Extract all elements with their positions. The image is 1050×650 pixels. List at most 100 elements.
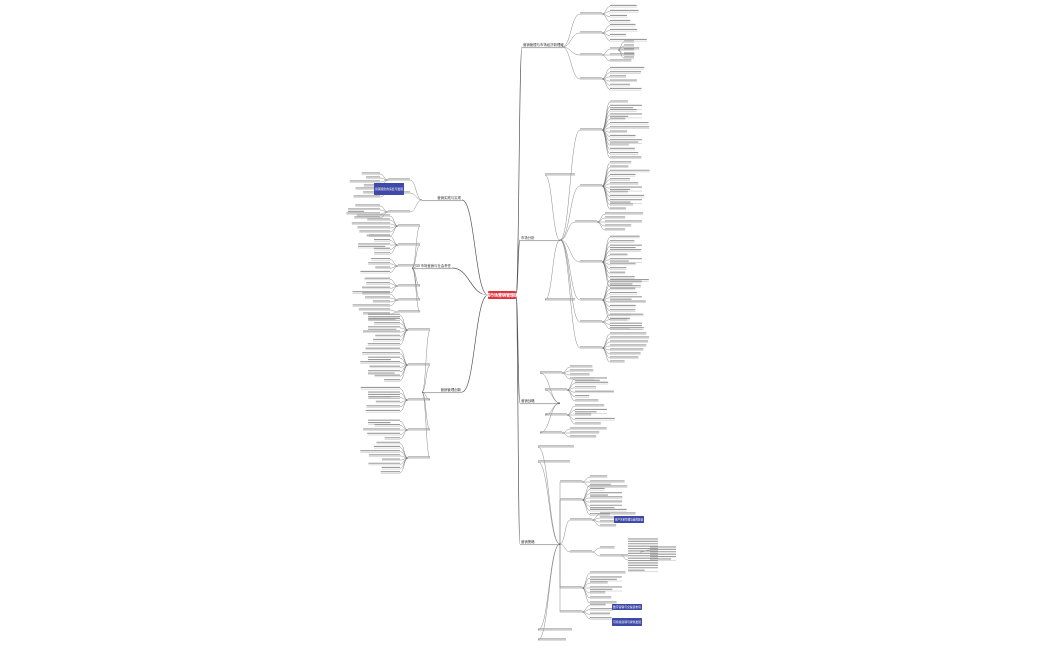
mindmap-leaf[interactable]	[610, 194, 645, 198]
mindmap-leaf[interactable]	[575, 390, 614, 393]
mindmap-leaf[interactable]	[365, 347, 400, 350]
mindmap-leaf[interactable]	[560, 498, 582, 501]
mindmap-leaf[interactable]	[373, 338, 400, 342]
mindmap-leaf[interactable]	[538, 638, 566, 641]
mindmap-leaf[interactable]	[605, 224, 632, 227]
mindmap-leaf[interactable]	[610, 262, 636, 265]
mindmap-leaf[interactable]	[610, 244, 642, 250]
mindmap-leaf[interactable]	[570, 427, 607, 430]
mindmap-leaf[interactable]	[610, 28, 638, 32]
mindmap-leaf[interactable]	[538, 460, 570, 463]
mindmap-leaf[interactable]	[374, 374, 400, 377]
mindmap-leaf[interactable]	[610, 165, 629, 168]
branch-node-1[interactable]: 营销管理与市场经济新理解	[522, 42, 564, 49]
mindmap-leaf[interactable]	[358, 243, 390, 249]
highlight-box-3[interactable]: 数字营销与全渠道布局	[612, 604, 642, 610]
mindmap-leaf[interactable]	[610, 304, 636, 308]
mindmap-leaf[interactable]	[605, 212, 644, 215]
mindmap-leaf[interactable]	[610, 152, 639, 155]
mindmap-leaf[interactable]	[570, 369, 594, 372]
mindmap-leaf[interactable]	[366, 405, 400, 408]
mindmap-leaf[interactable]	[354, 216, 380, 219]
mindmap-leaf[interactable]	[388, 178, 410, 181]
mindmap-leaf[interactable]	[610, 276, 635, 279]
mindmap-leaf[interactable]	[580, 298, 602, 301]
mindmap-leaf[interactable]	[624, 52, 634, 55]
mindmap-leaf[interactable]	[374, 322, 400, 325]
mindmap-leaf[interactable]	[590, 581, 608, 584]
mindmap-leaf[interactable]	[610, 322, 642, 330]
mindmap-leaf[interactable]	[580, 184, 602, 187]
mindmap-leaf[interactable]	[408, 363, 430, 366]
mindmap-leaf[interactable]	[365, 176, 380, 179]
mindmap-leaf[interactable]	[600, 512, 636, 515]
mindmap-leaf[interactable]	[368, 326, 400, 332]
mindmap-leaf[interactable]	[624, 44, 634, 47]
branch-node-4[interactable]: 营销策略	[520, 539, 560, 546]
mindmap-leaf[interactable]	[545, 298, 575, 301]
mindmap-leaf[interactable]	[610, 47, 640, 50]
mindmap-leaf[interactable]	[590, 596, 612, 599]
mindmap-leaf[interactable]	[610, 240, 635, 243]
mindmap-leaf[interactable]	[346, 212, 380, 215]
mindmap-leaf[interactable]	[610, 130, 628, 133]
mindmap-leaf[interactable]	[398, 243, 420, 246]
mindmap-leaf[interactable]	[357, 226, 390, 229]
mindmap-leaf[interactable]	[610, 352, 641, 355]
mindmap-leaf[interactable]	[610, 79, 637, 82]
mindmap-leaf[interactable]	[575, 220, 597, 223]
mindmap-leaf[interactable]	[373, 247, 390, 251]
mindmap-leaf[interactable]	[375, 400, 400, 404]
mindmap-leaf[interactable]	[575, 399, 599, 402]
mindmap-leaf[interactable]	[381, 458, 400, 461]
mindmap-leaf[interactable]	[560, 480, 582, 483]
branch-node-5[interactable]: 营销实践与实现	[422, 195, 462, 202]
mindmap-leaf[interactable]	[610, 33, 627, 37]
mindmap-leaf[interactable]	[352, 304, 390, 307]
mindmap-leaf[interactable]	[600, 554, 628, 557]
mindmap-leaf[interactable]	[610, 23, 636, 27]
mindmap-leaf[interactable]	[360, 386, 400, 390]
mindmap-leaf[interactable]	[361, 286, 390, 289]
mindmap-leaf[interactable]	[610, 309, 636, 312]
mindmap-leaf[interactable]	[610, 156, 642, 159]
mindmap-leaf[interactable]	[590, 586, 622, 592]
mindmap-leaf[interactable]	[610, 66, 645, 70]
mindmap-leaf[interactable]	[610, 327, 644, 330]
mindmap-leaf[interactable]	[610, 258, 642, 263]
mindmap-leaf[interactable]	[605, 228, 626, 231]
mindmap-leaf[interactable]	[580, 53, 602, 56]
mindmap-leaf[interactable]	[363, 428, 400, 431]
mindmap-leaf[interactable]	[590, 480, 625, 483]
mindmap-leaf[interactable]	[540, 371, 562, 374]
mindmap-leaf[interactable]	[610, 356, 639, 359]
mindmap-leaf[interactable]	[610, 190, 628, 194]
mindmap-leaf[interactable]	[610, 83, 631, 87]
mindmap-leaf[interactable]	[590, 485, 628, 488]
mindmap-leaf[interactable]	[610, 75, 626, 78]
mindmap-leaf[interactable]	[365, 296, 390, 299]
mindmap-leaf[interactable]	[380, 471, 400, 474]
mindmap-leaf[interactable]	[610, 19, 631, 23]
mindmap-leaf[interactable]	[367, 343, 400, 346]
mindmap-leaf[interactable]	[610, 134, 636, 138]
mindmap-leaf[interactable]	[610, 113, 642, 119]
mindmap-leaf[interactable]	[358, 308, 390, 311]
mindmap-leaf[interactable]	[575, 417, 615, 421]
mindmap-leaf[interactable]	[570, 431, 600, 434]
mindmap-leaf[interactable]	[368, 391, 400, 399]
mindmap-leaf[interactable]	[545, 173, 575, 176]
mindmap-leaf[interactable]	[610, 173, 636, 177]
mindmap-leaf[interactable]	[368, 356, 400, 362]
mindmap-leaf[interactable]	[371, 257, 390, 261]
mindmap-leaf[interactable]	[575, 413, 592, 416]
highlight-box-2[interactable]: 客户关系管理与品牌建设	[614, 516, 644, 523]
mindmap-leaf[interactable]	[610, 117, 626, 120]
mindmap-leaf[interactable]	[610, 253, 628, 256]
mindmap-leaf[interactable]	[374, 424, 400, 427]
branch-node-3[interactable]: 营销战略	[520, 398, 560, 405]
highlight-box-1[interactable]: 营销观念的演变与发展	[374, 183, 404, 195]
mindmap-leaf[interactable]	[575, 386, 596, 389]
mindmap-leaf[interactable]	[590, 475, 608, 478]
mindmap-leaf[interactable]	[368, 454, 400, 457]
